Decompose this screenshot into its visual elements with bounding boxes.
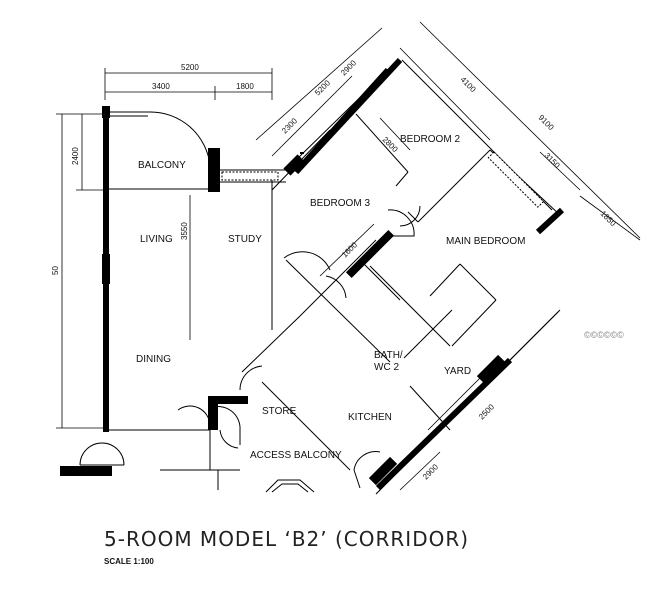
- dim-diag-2500: 2500: [477, 402, 496, 421]
- room-yard: YARD: [444, 366, 471, 377]
- dim-diag-1850: 1850: [599, 209, 618, 228]
- dim-diag-9100: 9100: [537, 113, 556, 132]
- room-bedroom2: BEDROOM 2: [400, 134, 460, 145]
- room-bath-2: WC 2: [374, 362, 399, 373]
- dim-left-lower: 50: [51, 266, 60, 275]
- room-study: STUDY: [228, 234, 262, 245]
- dim-diag-5200: 5200: [313, 78, 332, 97]
- room-living: LIVING: [140, 234, 173, 245]
- dim-diag-2300: 2300: [280, 116, 299, 135]
- room-balcony: BALCONY: [138, 160, 186, 171]
- plan-title: 5-ROOM MODEL ‘B2’ (CORRIDOR): [104, 527, 469, 551]
- watermark: ©©©©©©: [584, 330, 624, 340]
- left-walls: [60, 106, 315, 493]
- dim-diag-4100: 4100: [459, 75, 478, 94]
- room-main-bedroom: MAIN BEDROOM: [446, 236, 525, 247]
- plan-scale: SCALE 1:100: [104, 557, 154, 566]
- dim-diag-2900-top: 2900: [339, 58, 358, 77]
- dim-mid-vertical: 3550: [180, 222, 189, 240]
- dim-diag-3150: 3150: [543, 151, 562, 170]
- top-dimensions: 5200 3400 1800: [104, 63, 273, 100]
- room-kitchen: KITCHEN: [348, 412, 392, 423]
- room-dining: DINING: [136, 354, 171, 365]
- room-store: STORE: [262, 406, 297, 417]
- dim-top-right: 1800: [236, 82, 254, 91]
- dim-diag-2900-bottom: 2900: [421, 462, 440, 481]
- dim-top-total: 5200: [181, 63, 199, 72]
- dim-left-upper: 2400: [71, 147, 80, 165]
- room-labels: BALCONY LIVING STUDY DINING BEDROOM 3 BE…: [136, 134, 525, 461]
- room-bath: BATH/: [374, 350, 403, 361]
- dim-top-left: 3400: [152, 82, 170, 91]
- rotated-wing: 5200 2900 2300 2800 4100 9100 3150 1850 …: [239, 21, 641, 495]
- dim-diag-1600: 1600: [340, 240, 359, 259]
- room-access-balcony: ACCESS BALCONY: [250, 450, 342, 461]
- room-bedroom3: BEDROOM 3: [310, 198, 370, 209]
- left-dimensions: 2400 50 3550: [51, 113, 191, 429]
